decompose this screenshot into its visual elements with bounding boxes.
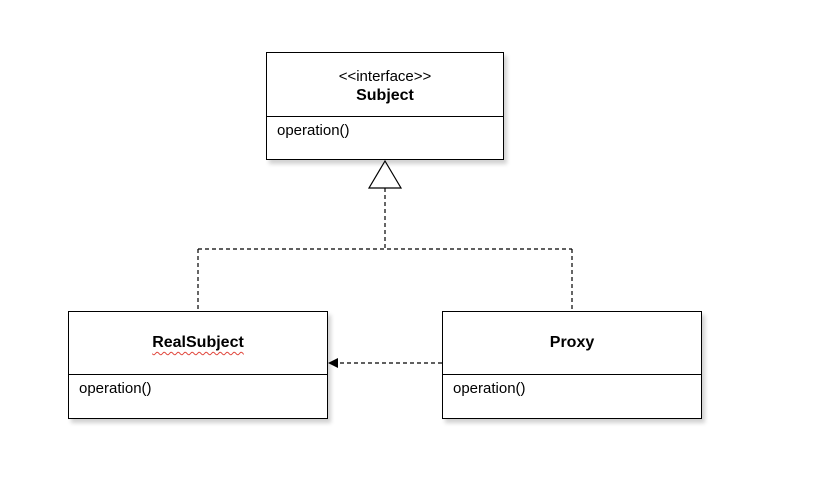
subject-name: Subject [356,86,414,104]
proxy-operations: operation() [443,375,701,398]
subject-interface-box[interactable]: <<interface>> Subject operation() [266,52,504,160]
subject-operations: operation() [267,117,503,140]
subject-header: <<interface>> Subject [267,53,503,117]
subject-stereotype: <<interface>> [338,67,432,85]
realsubject-operation: operation() [79,380,152,397]
realsubject-name: RealSubject [152,334,244,351]
dependency-arrowhead [328,358,338,368]
proxy-operation: operation() [453,380,526,397]
realization-connector [197,159,573,311]
proxy-class-box[interactable]: Proxy operation() [442,311,702,419]
realsubject-header: RealSubject [69,312,327,375]
proxy-header: Proxy [443,312,701,375]
realization-arrowhead [367,159,403,189]
realsubject-operations: operation() [69,375,327,398]
subject-operation: operation() [277,122,350,139]
dependency-connector [328,358,442,368]
proxy-name: Proxy [549,334,595,351]
realsubject-class-box[interactable]: RealSubject operation() [68,311,328,419]
